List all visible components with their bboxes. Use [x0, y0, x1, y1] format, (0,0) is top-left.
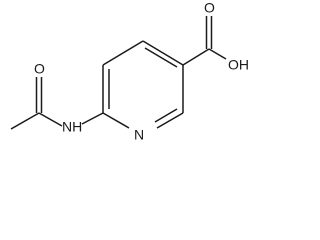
- bond-ring-n-c2: [102, 112, 130, 129]
- bond-ring-c6-n: [156, 112, 184, 129]
- bond-ring-c6-n-inner: [154, 108, 178, 123]
- atom-oxygen-acetyl: O: [34, 61, 45, 77]
- atom-oxygen-carbonyl: O: [204, 0, 215, 16]
- bond-ring-c3-c4: [102, 40, 144, 66]
- bond-ring-c4-c5: [142, 40, 184, 66]
- bond-carbonyl-nh: [38, 112, 63, 127]
- bond-ring-c4-c5-inner: [144, 47, 178, 68]
- atom-ring-nitrogen: N: [134, 127, 144, 143]
- bond-nh-ring: [81, 112, 104, 125]
- bond-ring-carboxyl: [182, 48, 210, 66]
- atom-hydroxyl: OH: [228, 57, 249, 73]
- structure-diagram: O NH N O OH: [10, 0, 249, 143]
- atom-amide-nh: NH: [62, 119, 82, 135]
- bond-carboxyl-oh: [208, 48, 227, 60]
- bond-methyl-carbonyl: [10, 112, 40, 130]
